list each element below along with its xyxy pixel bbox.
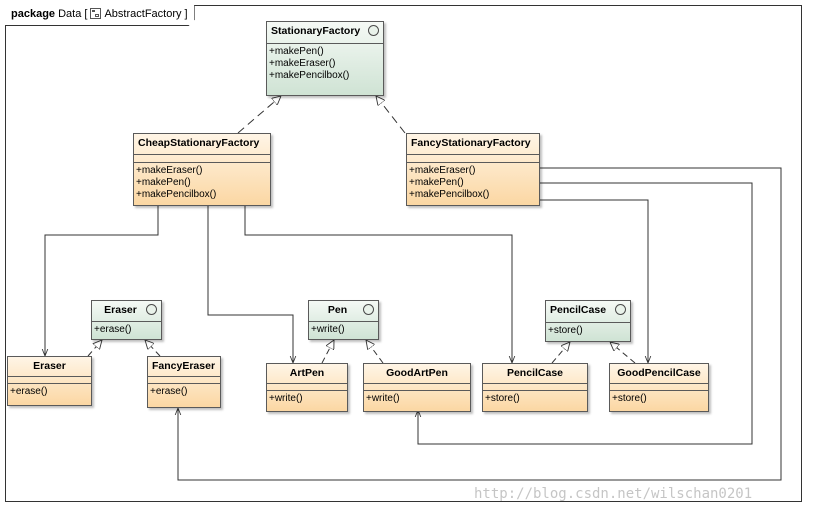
operations-compartment: +store() xyxy=(546,322,630,337)
attributes-compartment xyxy=(8,376,91,383)
attributes-compartment xyxy=(483,383,587,390)
attributes-compartment xyxy=(267,43,383,44)
class-name: ArtPen xyxy=(289,367,325,379)
realization-eraser xyxy=(87,340,102,357)
class-name: StationaryFactory xyxy=(271,25,361,37)
realization-cheap-factory xyxy=(237,96,281,134)
dependency-fancy-fancyeraser xyxy=(178,167,782,481)
operation: +makePencilbox() xyxy=(136,189,217,200)
interface-circle-icon xyxy=(615,304,626,315)
class-pencil-case[interactable]: PencilCase +store() xyxy=(482,363,588,412)
operations-compartment: +erase() xyxy=(148,383,220,398)
package-frame xyxy=(5,5,802,502)
package-name: Data xyxy=(58,8,82,20)
realization-good-art-pen xyxy=(366,340,384,364)
operation: +makeEraser() xyxy=(269,58,336,69)
class-name: CheapStationaryFactory xyxy=(138,137,260,149)
operations-compartment: +write() xyxy=(309,321,378,336)
operations-compartment: +makeEraser() +makePen() +makePencilbox(… xyxy=(134,162,270,201)
dependency-fancy-goodartpen xyxy=(418,182,753,445)
operations-compartment: +store() xyxy=(483,390,587,405)
class-art-pen[interactable]: ArtPen +write() xyxy=(266,363,348,412)
interface-pen[interactable]: Pen +write() xyxy=(308,300,379,340)
operation: +makePen() xyxy=(269,46,324,57)
operation: +makePen() xyxy=(409,177,464,188)
class-name: FancyEraser xyxy=(152,360,216,372)
operations-compartment: +write() xyxy=(267,390,347,405)
dependency-fancy-goodpencilcase xyxy=(540,199,648,363)
class-good-art-pen[interactable]: GoodArtPen +write() xyxy=(363,363,471,412)
watermark: http://blog.csdn.net/wilschan0201 xyxy=(474,486,753,502)
class-fancy-stationary-factory[interactable]: FancyStationaryFactory +makeEraser() +ma… xyxy=(406,133,540,206)
dependency-cheap-artpen xyxy=(207,206,293,363)
operations-compartment: +erase() xyxy=(92,321,161,336)
class-name: PencilCase xyxy=(506,367,564,379)
operations-compartment: +makeEraser() +makePen() +makePencilbox(… xyxy=(407,162,539,201)
operation: +makeEraser() xyxy=(136,165,203,176)
operation: +erase() xyxy=(150,386,188,397)
operation: +erase() xyxy=(94,324,132,335)
diagram-icon xyxy=(90,8,101,19)
operations-compartment: +store() xyxy=(610,390,708,405)
interface-circle-icon xyxy=(363,304,374,315)
realization-fancy-eraser xyxy=(145,340,161,357)
attributes-compartment xyxy=(364,383,470,390)
operation: +store() xyxy=(485,393,520,404)
diagram-name: AbstractFactory xyxy=(104,8,182,20)
operation: +makePencilbox() xyxy=(409,189,490,200)
class-name: Eraser xyxy=(104,304,137,316)
operations-compartment: +erase() xyxy=(8,383,91,398)
operation: +makeEraser() xyxy=(409,165,476,176)
operation: +write() xyxy=(366,393,400,404)
interface-eraser[interactable]: Eraser +erase() xyxy=(91,300,162,340)
realization-art-pen xyxy=(321,340,334,364)
operations-compartment: +write() xyxy=(364,390,470,405)
realization-pencil-case xyxy=(551,342,570,364)
class-stationary-factory[interactable]: StationaryFactory +makePen() +makeEraser… xyxy=(266,21,384,96)
class-name: PencilCase xyxy=(550,304,607,316)
interface-circle-icon xyxy=(368,25,379,36)
class-fancy-eraser[interactable]: FancyEraser +erase() xyxy=(147,356,221,408)
operation: +write() xyxy=(269,393,303,404)
package-tab: package Data [AbstractFactory ] xyxy=(5,5,195,26)
operation: +makePencilbox() xyxy=(269,70,350,81)
class-name: Pen xyxy=(327,304,348,316)
class-name: GoodPencilCase xyxy=(617,367,701,379)
dependency-cheap-eraser xyxy=(45,206,159,356)
attributes-compartment xyxy=(148,376,220,383)
attributes-compartment xyxy=(610,383,708,390)
attributes-compartment xyxy=(407,154,539,162)
realization-good-pencil-case xyxy=(610,342,636,364)
operation: +store() xyxy=(612,393,647,404)
operation: +store() xyxy=(548,325,583,336)
class-name: Eraser xyxy=(33,360,66,372)
interface-circle-icon xyxy=(146,304,157,315)
operation: +erase() xyxy=(10,386,48,397)
attributes-compartment xyxy=(267,383,347,390)
class-name: GoodArtPen xyxy=(386,367,448,379)
attributes-compartment xyxy=(134,154,270,162)
class-name: FancyStationaryFactory xyxy=(411,137,531,149)
operation: +write() xyxy=(311,324,345,335)
operation: +makePen() xyxy=(136,177,191,188)
realization-fancy-factory xyxy=(376,96,406,134)
interface-pencil-case[interactable]: PencilCase +store() xyxy=(545,300,631,342)
dependency-cheap-pencilcase xyxy=(244,206,512,363)
class-cheap-stationary-factory[interactable]: CheapStationaryFactory +makeEraser() +ma… xyxy=(133,133,271,206)
class-good-pencil-case[interactable]: GoodPencilCase +store() xyxy=(609,363,709,412)
class-eraser[interactable]: Eraser +erase() xyxy=(7,356,92,406)
package-keyword: package xyxy=(11,8,56,20)
operations-compartment: +makePen() +makeEraser() +makePencilbox(… xyxy=(267,44,383,82)
